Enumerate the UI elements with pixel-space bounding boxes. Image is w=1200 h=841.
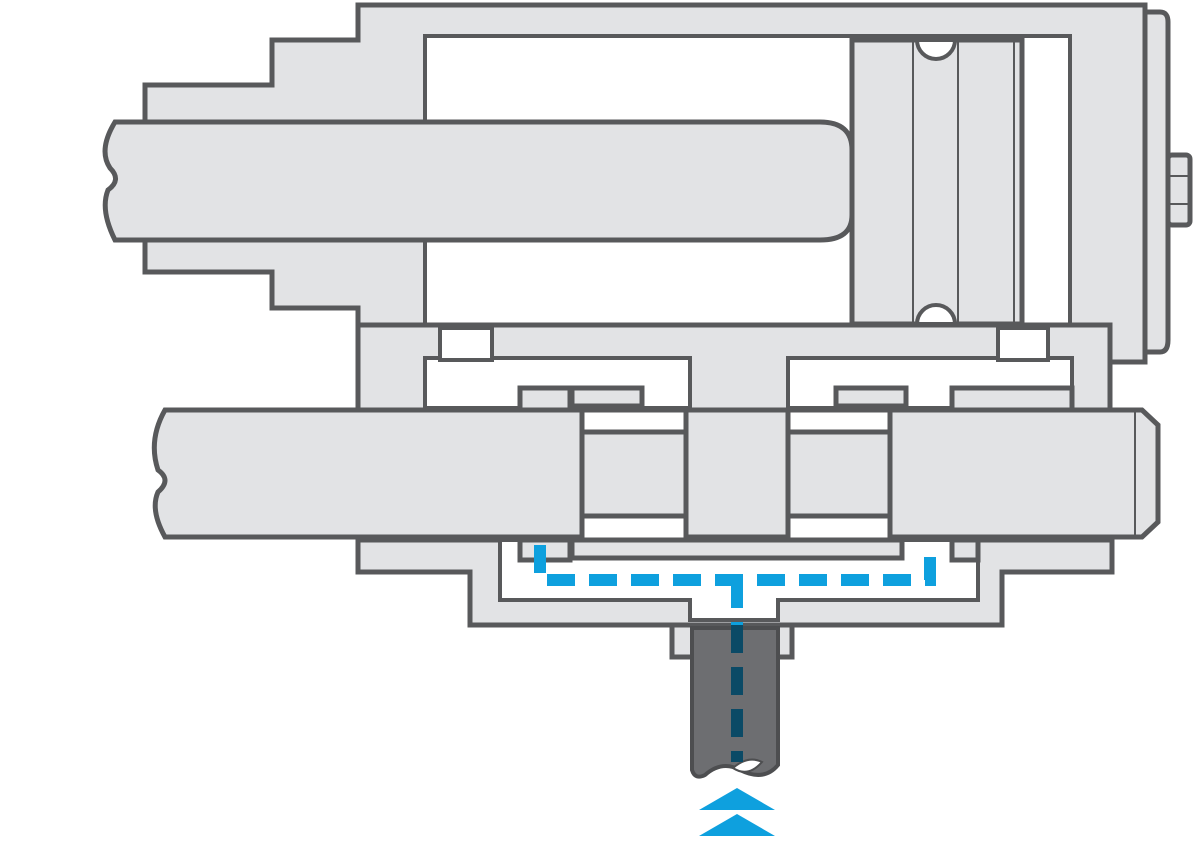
arrow-up-icon xyxy=(699,814,775,836)
spool xyxy=(151,407,1161,540)
air-flow-path xyxy=(534,545,936,762)
piston-rod xyxy=(102,119,855,243)
arrow-up-icon xyxy=(699,788,775,810)
inlet-arrows xyxy=(699,788,775,836)
piston xyxy=(849,37,1025,327)
